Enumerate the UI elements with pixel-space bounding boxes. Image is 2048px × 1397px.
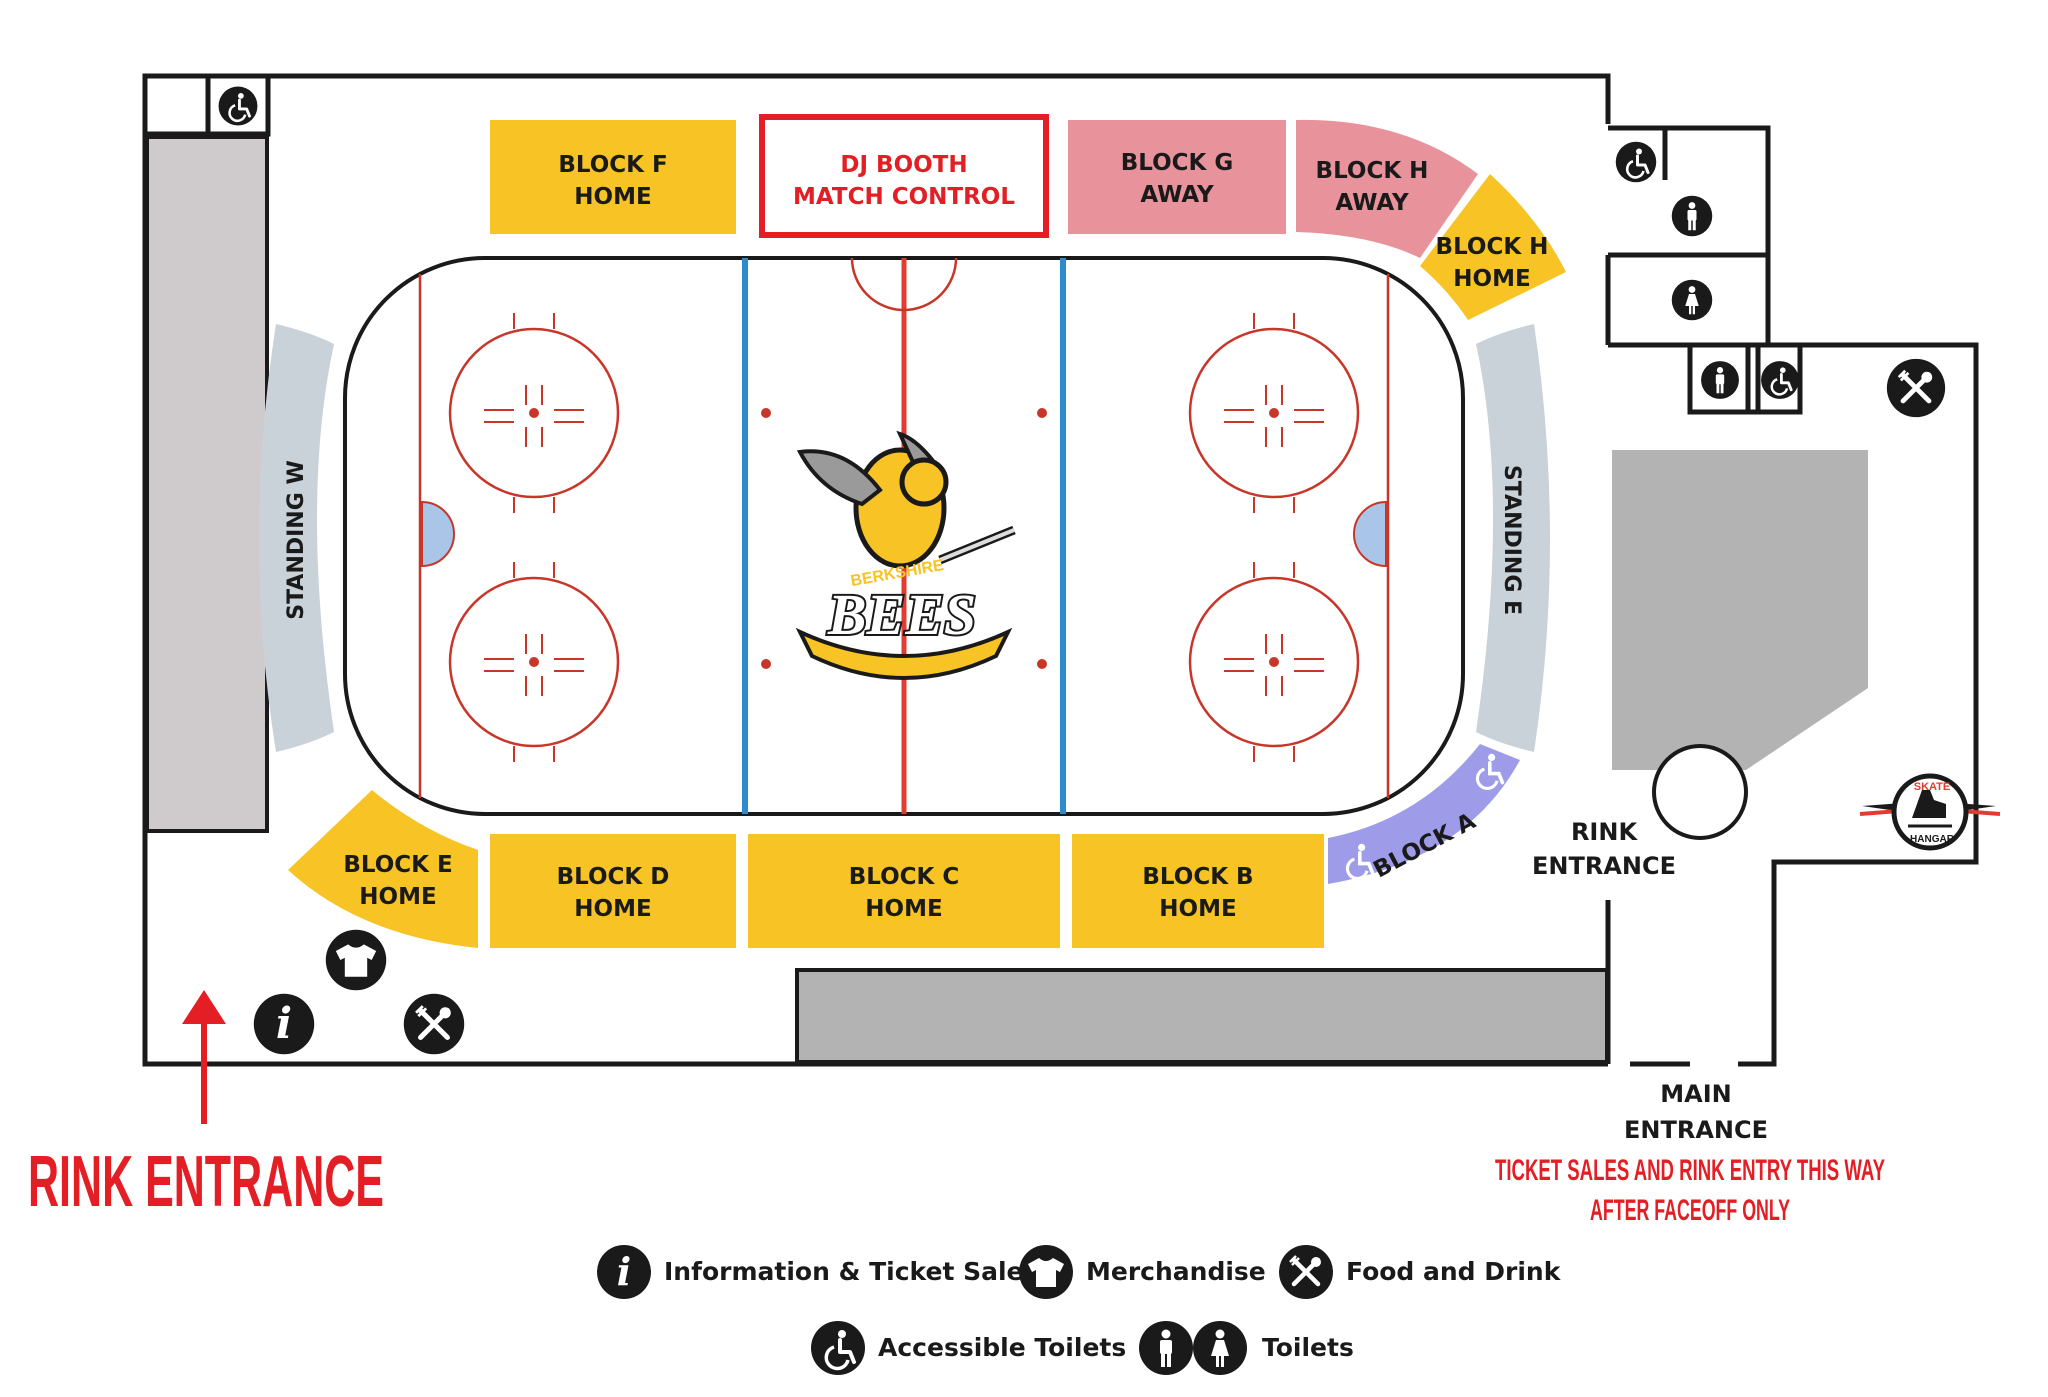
toilets-icon-lobby[interactable] <box>1701 361 1739 399</box>
main-entrance-line1: MAIN <box>1660 1080 1731 1108</box>
legend-info-icon <box>597 1245 651 1299</box>
male-toilet-icon-ne[interactable] <box>1671 195 1713 237</box>
legend-accessible-label: Accessible Toilets <box>878 1333 1126 1362</box>
skate-hangar-logo: SKATE HANGAR <box>1859 773 2001 851</box>
accessible-toilet-icon-ne[interactable] <box>1614 140 1658 184</box>
information-icon-map[interactable] <box>253 993 315 1055</box>
accessible-toilet-icon-lobby[interactable] <box>1759 359 1801 401</box>
legend: Information & Ticket Sales Merchandise F… <box>597 1245 1562 1377</box>
south-concourse <box>795 968 1609 1064</box>
legend-info-label: Information & Ticket Sales <box>664 1257 1038 1286</box>
block-f-line1: BLOCK F <box>558 152 667 178</box>
block-h-away[interactable]: BLOCK H AWAY <box>1296 119 1478 259</box>
block-a-wheelchair-icon-left <box>1345 843 1375 881</box>
main-entrance-line2: ENTRANCE <box>1624 1116 1768 1144</box>
food-icon-lobby[interactable] <box>1887 359 1945 417</box>
rink-entrance-right-line1: RINK <box>1571 818 1638 846</box>
block-b-line2: HOME <box>1159 896 1236 922</box>
legend-toilets-label: Toilets <box>1262 1333 1354 1362</box>
standing-west-label: STANDING W <box>284 460 309 619</box>
block-b[interactable]: BLOCK B HOME <box>1072 834 1324 948</box>
block-b-line1: BLOCK B <box>1142 864 1253 890</box>
block-d[interactable]: BLOCK D HOME <box>490 834 736 948</box>
block-e-line1: BLOCK E <box>343 852 452 878</box>
block-h-home-line2: HOME <box>1453 266 1530 292</box>
legend-male-icon <box>1139 1321 1193 1375</box>
block-d-line1: BLOCK D <box>557 864 670 890</box>
legend-female-icon <box>1193 1321 1247 1375</box>
block-h-away-line1: BLOCK H <box>1316 158 1429 184</box>
main-entrance[interactable]: MAIN ENTRANCE TICKET SALES AND RINK ENTR… <box>1495 1080 1885 1227</box>
block-d-line2: HOME <box>574 896 651 922</box>
east-lobby <box>1612 450 1868 770</box>
legend-merch-icon <box>1019 1245 1073 1299</box>
legend-food-icon <box>1279 1245 1333 1299</box>
lobby-pillar <box>1652 744 1748 840</box>
block-c-line2: HOME <box>865 896 942 922</box>
berkshire-bees-logo: BERKSHIRE BEES <box>795 430 1016 680</box>
west-concourse <box>145 135 269 833</box>
block-a-wheelchair-icon-right <box>1475 753 1505 791</box>
block-f-line2: HOME <box>574 184 651 210</box>
dj-booth-line2: MATCH CONTROL <box>793 184 1015 210</box>
standing-west[interactable]: STANDING W <box>259 324 334 752</box>
standing-east-label: STANDING E <box>1499 465 1524 615</box>
skate-hangar-top-text: SKATE <box>1914 781 1950 793</box>
legend-merch-label: Merchandise <box>1086 1257 1266 1286</box>
main-entrance-notice-line2: AFTER FACEOFF ONLY <box>1590 1194 1790 1227</box>
main-entrance-notice-line1: TICKET SALES AND RINK ENTRY THIS WAY <box>1495 1154 1885 1187</box>
skate-hangar-bottom-text: HANGAR <box>1910 834 1955 845</box>
standing-east[interactable]: STANDING E <box>1476 324 1550 752</box>
legend-accessible-icon <box>809 1319 867 1377</box>
female-toilet-icon-ne[interactable] <box>1671 279 1713 321</box>
rink-entrance-left-label: RINK ENTRANCE <box>28 1142 384 1222</box>
dj-booth[interactable]: DJ BOOTH MATCH CONTROL <box>759 114 1049 238</box>
dj-booth-line1: DJ BOOTH <box>840 152 967 178</box>
rink-entrance-left[interactable]: RINK ENTRANCE <box>28 990 384 1222</box>
rink-entrance-right[interactable]: RINK ENTRANCE <box>1532 818 1676 880</box>
block-c[interactable]: BLOCK C HOME <box>748 834 1060 948</box>
food-icon-map[interactable] <box>404 994 464 1054</box>
block-h-home[interactable]: BLOCK H HOME <box>1420 174 1566 320</box>
legend-food-label: Food and Drink <box>1346 1257 1562 1286</box>
bees-logo-main-text: BEES <box>827 582 976 647</box>
block-e[interactable]: BLOCK E HOME <box>288 790 478 948</box>
block-c-line1: BLOCK C <box>849 864 960 890</box>
accessible-toilet-icon-nw[interactable] <box>217 85 259 127</box>
block-g-line2: AWAY <box>1140 182 1214 208</box>
rink-entrance-right-line2: ENTRANCE <box>1532 852 1676 880</box>
block-f[interactable]: BLOCK F HOME <box>490 120 736 234</box>
block-g-away[interactable]: BLOCK G AWAY <box>1068 120 1286 234</box>
block-h-home-line1: BLOCK H <box>1436 234 1549 260</box>
block-g-line1: BLOCK G <box>1121 150 1234 176</box>
block-h-away-line2: AWAY <box>1335 190 1409 216</box>
block-e-line2: HOME <box>359 884 436 910</box>
merchandise-icon-map[interactable] <box>325 929 387 991</box>
